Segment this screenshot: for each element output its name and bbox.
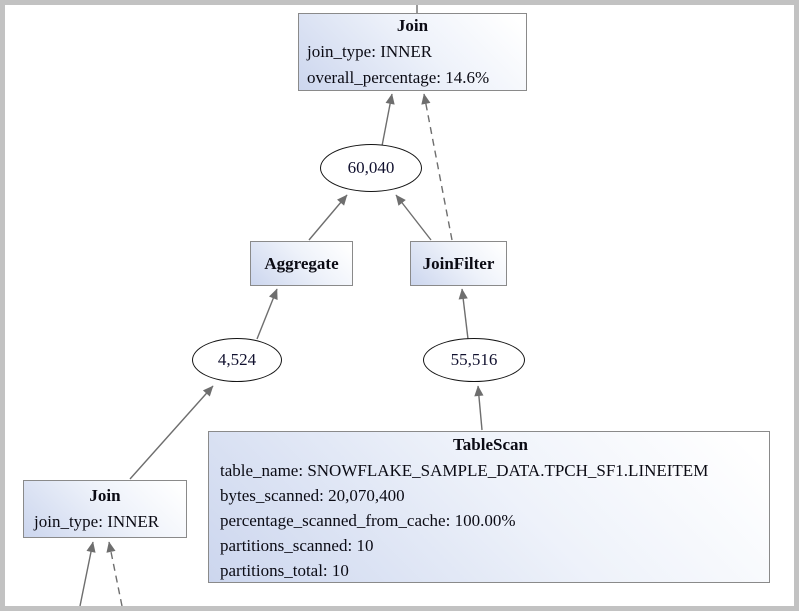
node-attribute: join_type: INNER — [34, 512, 160, 531]
node-title: Aggregate — [264, 253, 339, 273]
edge-rows-4524-to-aggregate — [256, 288, 278, 340]
row-count-ellipse: 4,524 — [192, 338, 282, 382]
node-attribute: table_name: SNOWFLAKE_SAMPLE_DATA.TPCH_S… — [220, 460, 709, 480]
edge-joinfilter-to-rows-60040 — [395, 194, 432, 241]
row-count-value: 55,516 — [450, 350, 498, 369]
node-attribute: bytes_scanned: 20,070,400 — [220, 485, 405, 505]
node-attribute: join_type: INNER — [307, 42, 433, 61]
node-attribute: partitions_scanned: 10 — [220, 535, 374, 555]
node-title: TableScan — [453, 434, 528, 454]
row-count-value: 60,040 — [347, 158, 395, 177]
edge-joinfilter-to-join-top-dashed — [421, 93, 453, 241]
node-joinfilter: JoinFilter — [410, 241, 507, 286]
node-join-bottom: Join join_type: INNER — [23, 480, 187, 538]
node-join-top: Join join_type: INNER overall_percentage… — [298, 13, 527, 91]
node-tablescan: TableScan table_name: SNOWFLAKE_SAMPLE_D… — [208, 431, 770, 583]
edge-aggregate-to-rows-60040 — [308, 194, 348, 241]
node-title: Join — [89, 486, 121, 505]
node-title: JoinFilter — [422, 253, 495, 273]
edge-rows-55516-to-joinfilter — [458, 288, 469, 340]
edge-upstream-to-join-bottom-solid — [79, 541, 96, 607]
edge-join-bottom-to-rows-4524 — [129, 385, 214, 480]
row-count-ellipse: 55,516 — [423, 338, 525, 382]
edge-tablescan-to-rows-55516 — [474, 385, 484, 431]
node-aggregate: Aggregate — [250, 241, 353, 286]
row-count-ellipse: 60,040 — [320, 144, 422, 192]
node-attribute: overall_percentage: 14.6% — [307, 68, 490, 87]
row-count-value: 4,524 — [217, 350, 257, 369]
node-attribute: partitions_total: 10 — [220, 560, 349, 580]
node-attribute: percentage_scanned_from_cache: 100.00% — [220, 510, 516, 530]
edge-rows-60040-to-join-top — [381, 93, 395, 147]
edge-upstream-to-join-bottom-dashed — [106, 541, 123, 607]
node-title: Join — [396, 16, 429, 35]
